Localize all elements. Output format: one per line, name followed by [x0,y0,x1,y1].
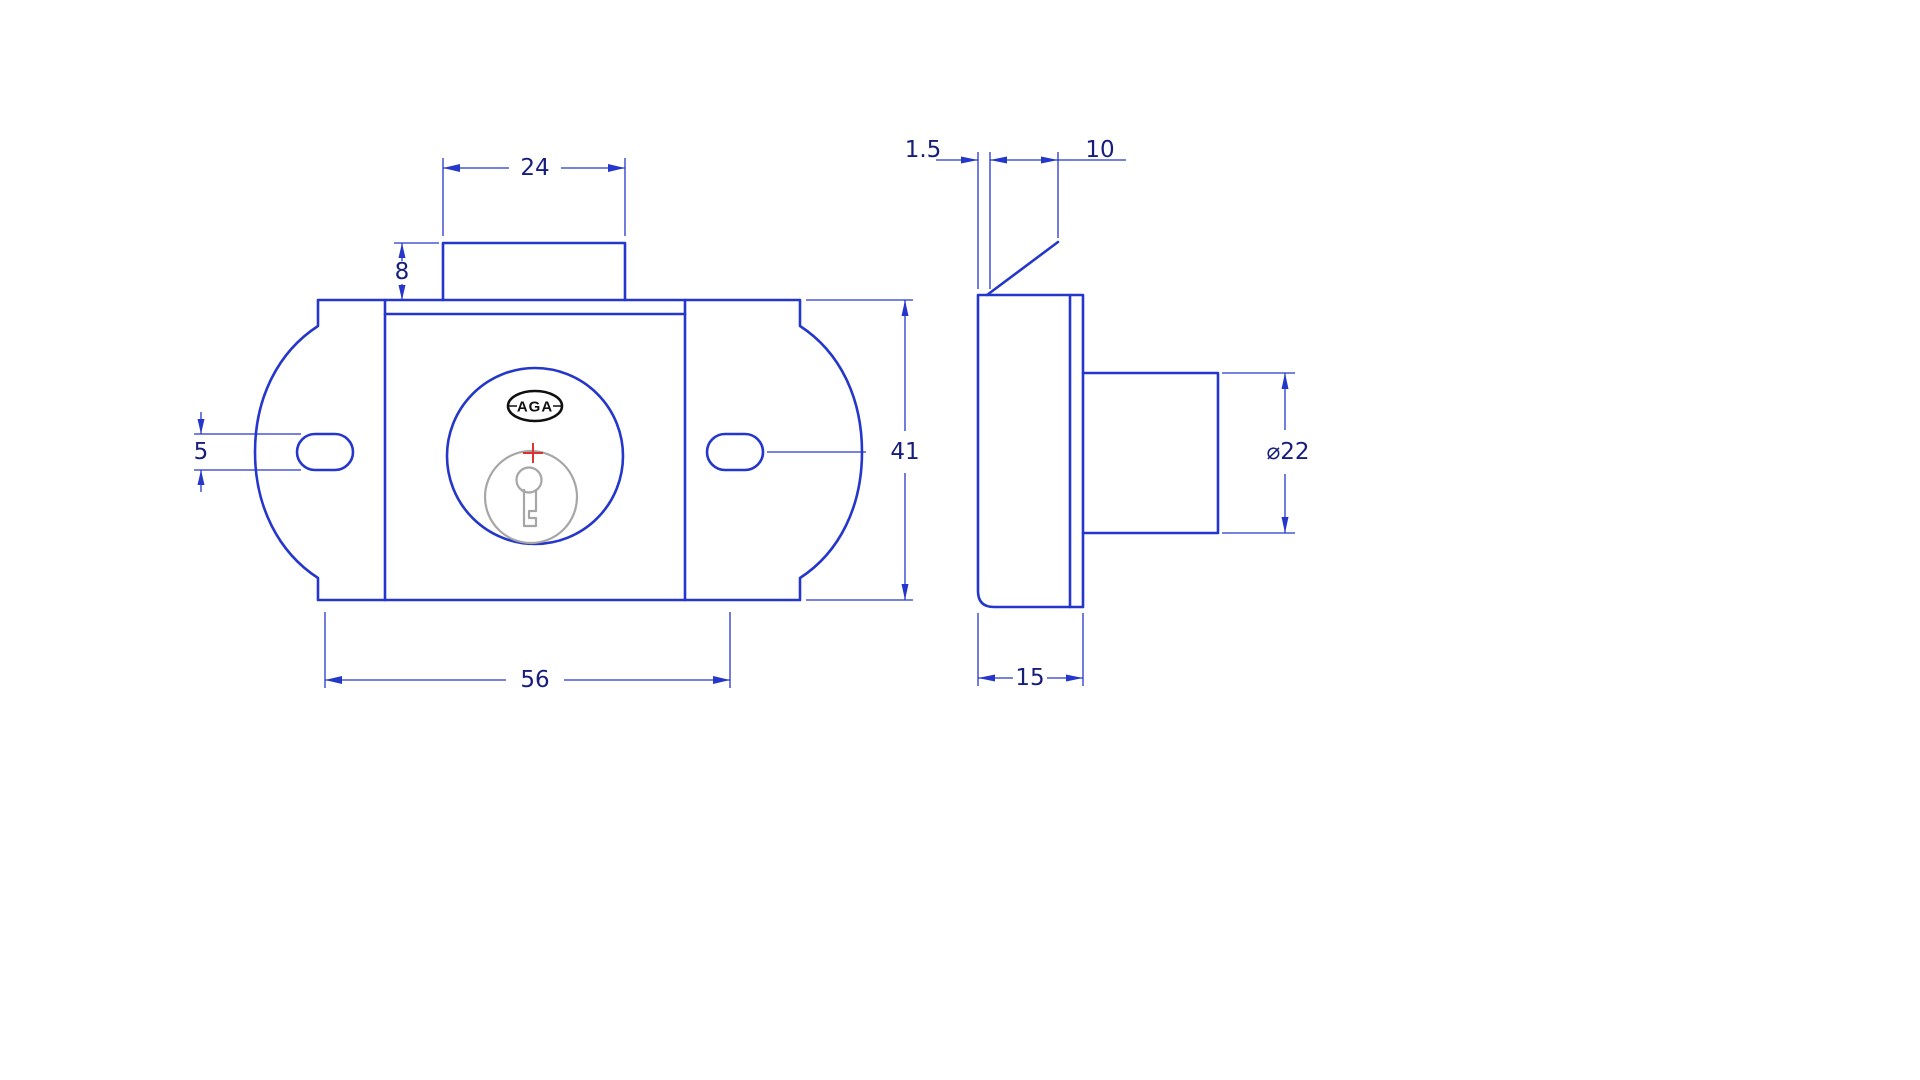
cylinder-plug-circle [483,449,579,545]
dim-label-cylinder-diameter: ⌀22 [1266,439,1309,465]
arrowhead [901,300,909,316]
arrowhead [1066,674,1083,682]
bent-tab-line [985,240,1060,297]
right-mounting-slot [705,432,765,472]
dimension-lines [194,412,301,492]
dim-body-depth: 15 [977,613,1084,691]
arrowhead [961,156,978,164]
arrowhead [197,470,205,485]
dim-bolt-height: 8 [394,242,439,300]
aga-logo-oval [506,389,564,423]
dimension-lines [806,299,913,601]
arrowhead [978,674,995,682]
dim-tab-length: 10 [990,137,1126,238]
dimension-lines [324,612,731,688]
backplate-outline [253,298,864,602]
side-cylinder-outline [1081,371,1220,535]
dim-bolt-width: 24 [442,155,626,236]
dimensions: 24 8 5 56 [194,137,1310,693]
front-view: AGA [253,241,866,602]
key-profile [522,489,538,528]
dim-label-tab-length: 10 [1085,137,1114,163]
arrowhead [443,164,460,172]
dimension-lines [936,152,991,289]
dim-label-bolt-height: 8 [395,259,410,285]
arrowhead [1041,156,1058,164]
arrowhead [608,164,625,172]
dimension-lines [1222,372,1295,534]
dim-cylinder-diameter: ⌀22 [1222,372,1310,534]
dim-slot-height: 5 [194,412,301,492]
arrowhead [713,676,730,684]
dim-label-hole-spacing: 56 [520,667,549,693]
dimension-lines [990,152,1126,238]
dim-label-slot-height: 5 [194,439,209,465]
latch-bolt-outline [441,241,627,302]
dim-body-height: 41 [806,299,920,601]
arrowhead [1281,373,1289,389]
lock-case-outline [383,298,687,602]
aga-logo-text: AGA [517,399,553,416]
arrowhead [901,584,909,600]
dim-label-body-depth: 15 [1015,665,1044,691]
left-mounting-slot [295,432,355,472]
arrowhead [325,676,342,684]
keyway-circle [515,466,543,494]
aga-logo: AGA [506,389,564,423]
dim-label-plate-thickness: 1.5 [905,137,942,163]
center-cross-marker [523,443,543,463]
arrowhead [1281,517,1289,533]
cylinder-face-circle [445,366,625,546]
arrowhead [398,285,406,300]
arrowhead [990,156,1007,164]
dimension-lines [977,613,1084,686]
dim-plate-thickness: 1.5 [905,137,991,289]
side-view [976,240,1220,609]
arrowhead [197,419,205,434]
dim-label-bolt-width: 24 [520,155,549,181]
side-plate-outline [976,293,1085,609]
key-cylinder-icon [483,449,579,545]
dim-label-body-height: 41 [890,439,919,465]
arrowhead [398,243,406,258]
dimension-lines [442,158,626,236]
dim-hole-spacing: 56 [324,612,731,693]
